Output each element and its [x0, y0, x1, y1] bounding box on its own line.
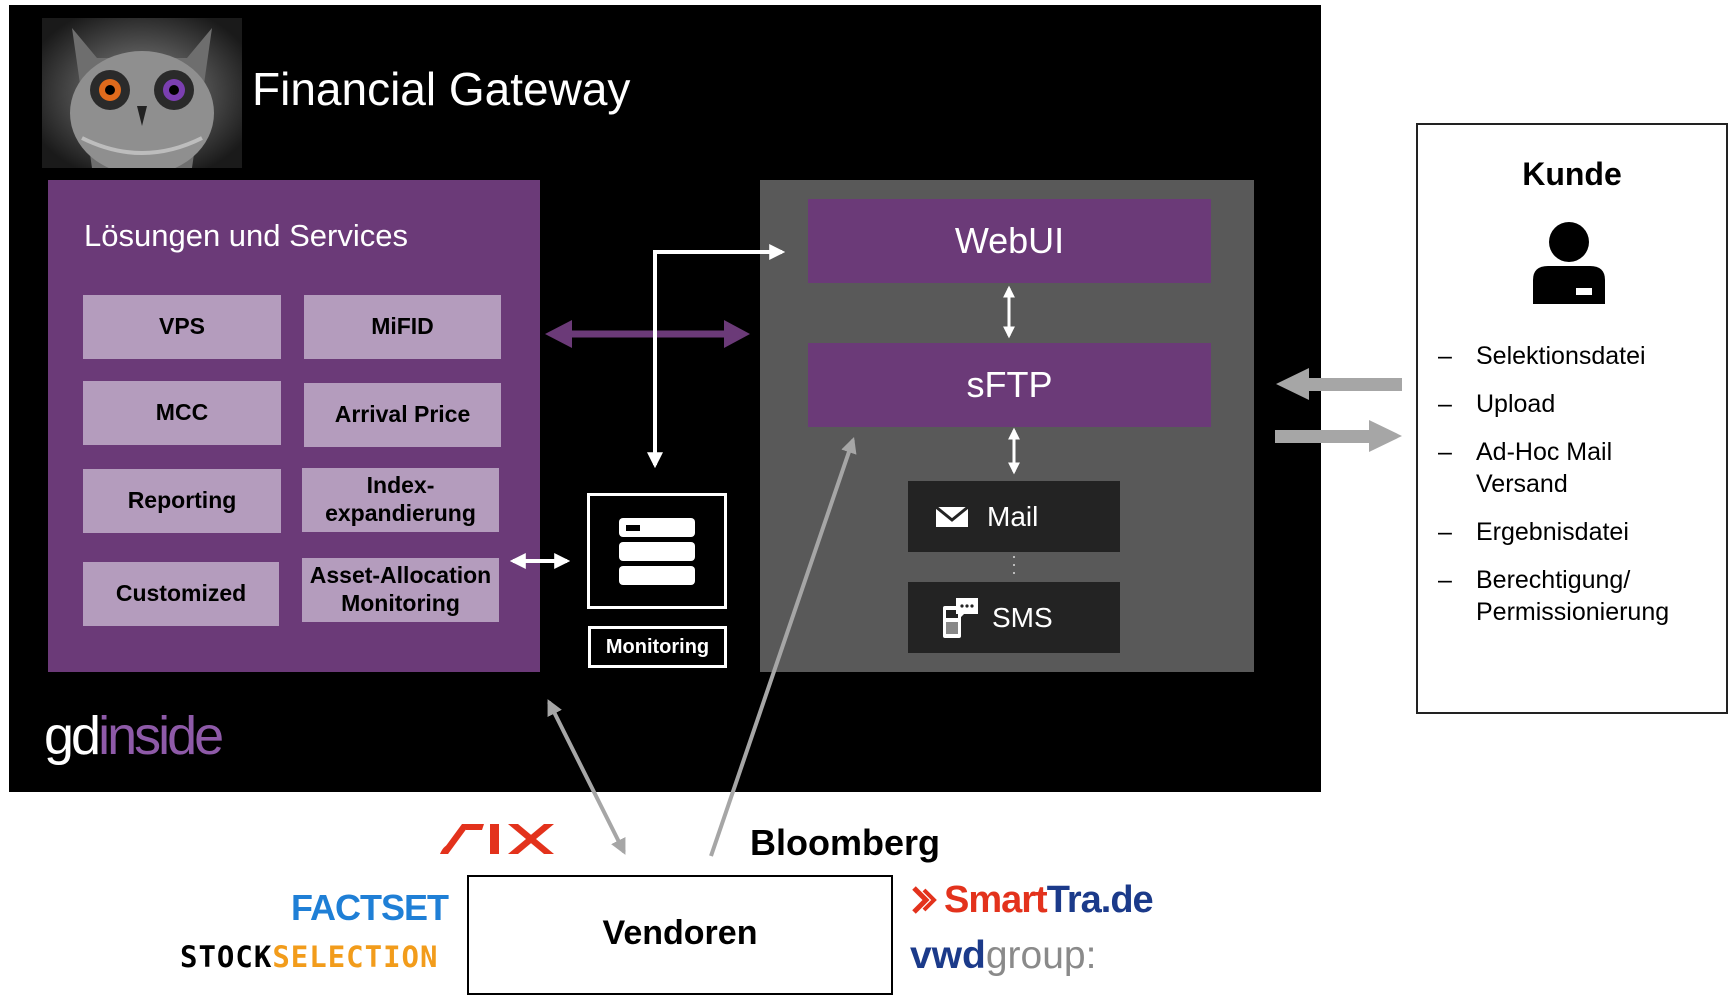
kunde-delivery-arrows [1275, 368, 1402, 452]
list-item: –Upload [1438, 390, 1556, 418]
server-icon [619, 518, 695, 585]
sms-box: SMS [908, 582, 1120, 653]
connector-arrows [509, 244, 1402, 857]
factset-logo: FACTSET [291, 887, 449, 928]
service-customized: Customized [83, 562, 279, 626]
mail-icon [935, 505, 969, 527]
solutions-label: Lösungen und Services [84, 218, 409, 253]
vwdgroup-logo: vwdgroup: [910, 934, 1097, 977]
monitoring-server-box [587, 493, 727, 609]
monitoring-label: Monitoring [588, 626, 727, 668]
solutions-delivery-arrow [545, 320, 750, 348]
six-logo [440, 824, 554, 854]
monitoring-webui-connector [647, 244, 786, 469]
vendors-solutions-arrow [547, 699, 626, 855]
webui-box: WebUI [808, 199, 1211, 283]
service-mifid: MiFID [304, 295, 501, 359]
service-reporting: Reporting [83, 469, 281, 533]
smarttrade-mark-icon [912, 885, 937, 914]
service-arrival-price: Arrival Price [304, 383, 501, 447]
list-item: –Selektionsdatei [1438, 342, 1646, 370]
service-indexexpandierung: Index- expandierung [302, 468, 499, 532]
service-asset-allocation-monitoring: Asset-Allocation Monitoring [302, 558, 499, 622]
kunde-title: Kunde [1522, 156, 1622, 192]
list-item: –Ad-Hoc Mail Versand [1438, 438, 1613, 498]
stockselection-logo: STOCKSELECTION [180, 940, 439, 974]
person-icon [1533, 222, 1605, 304]
kunde-task-list: –Selektionsdatei –Upload –Ad-Hoc Mail Ve… [1438, 340, 1728, 644]
list-item: –Ergebnisdatei [1438, 518, 1629, 546]
service-mcc: MCC [83, 381, 281, 445]
list-item: –Berechtigung/ Permissionierung [1438, 566, 1670, 626]
vendors-sftp-arrow [709, 436, 857, 857]
mail-label: Mail [987, 500, 1039, 532]
sftp-box: sFTP [808, 343, 1211, 427]
sms-phone-icon [943, 597, 978, 638]
page-title: Financial Gateway [252, 63, 631, 115]
bloomberg-logo: Bloomberg [750, 822, 941, 863]
owl-image [42, 18, 242, 168]
mail-box: Mail [908, 481, 1120, 552]
service-vps: VPS [83, 295, 281, 359]
sms-label: SMS [992, 601, 1053, 633]
gd-inside-logo: gdinside [44, 706, 224, 766]
kunde-box [1416, 123, 1728, 714]
